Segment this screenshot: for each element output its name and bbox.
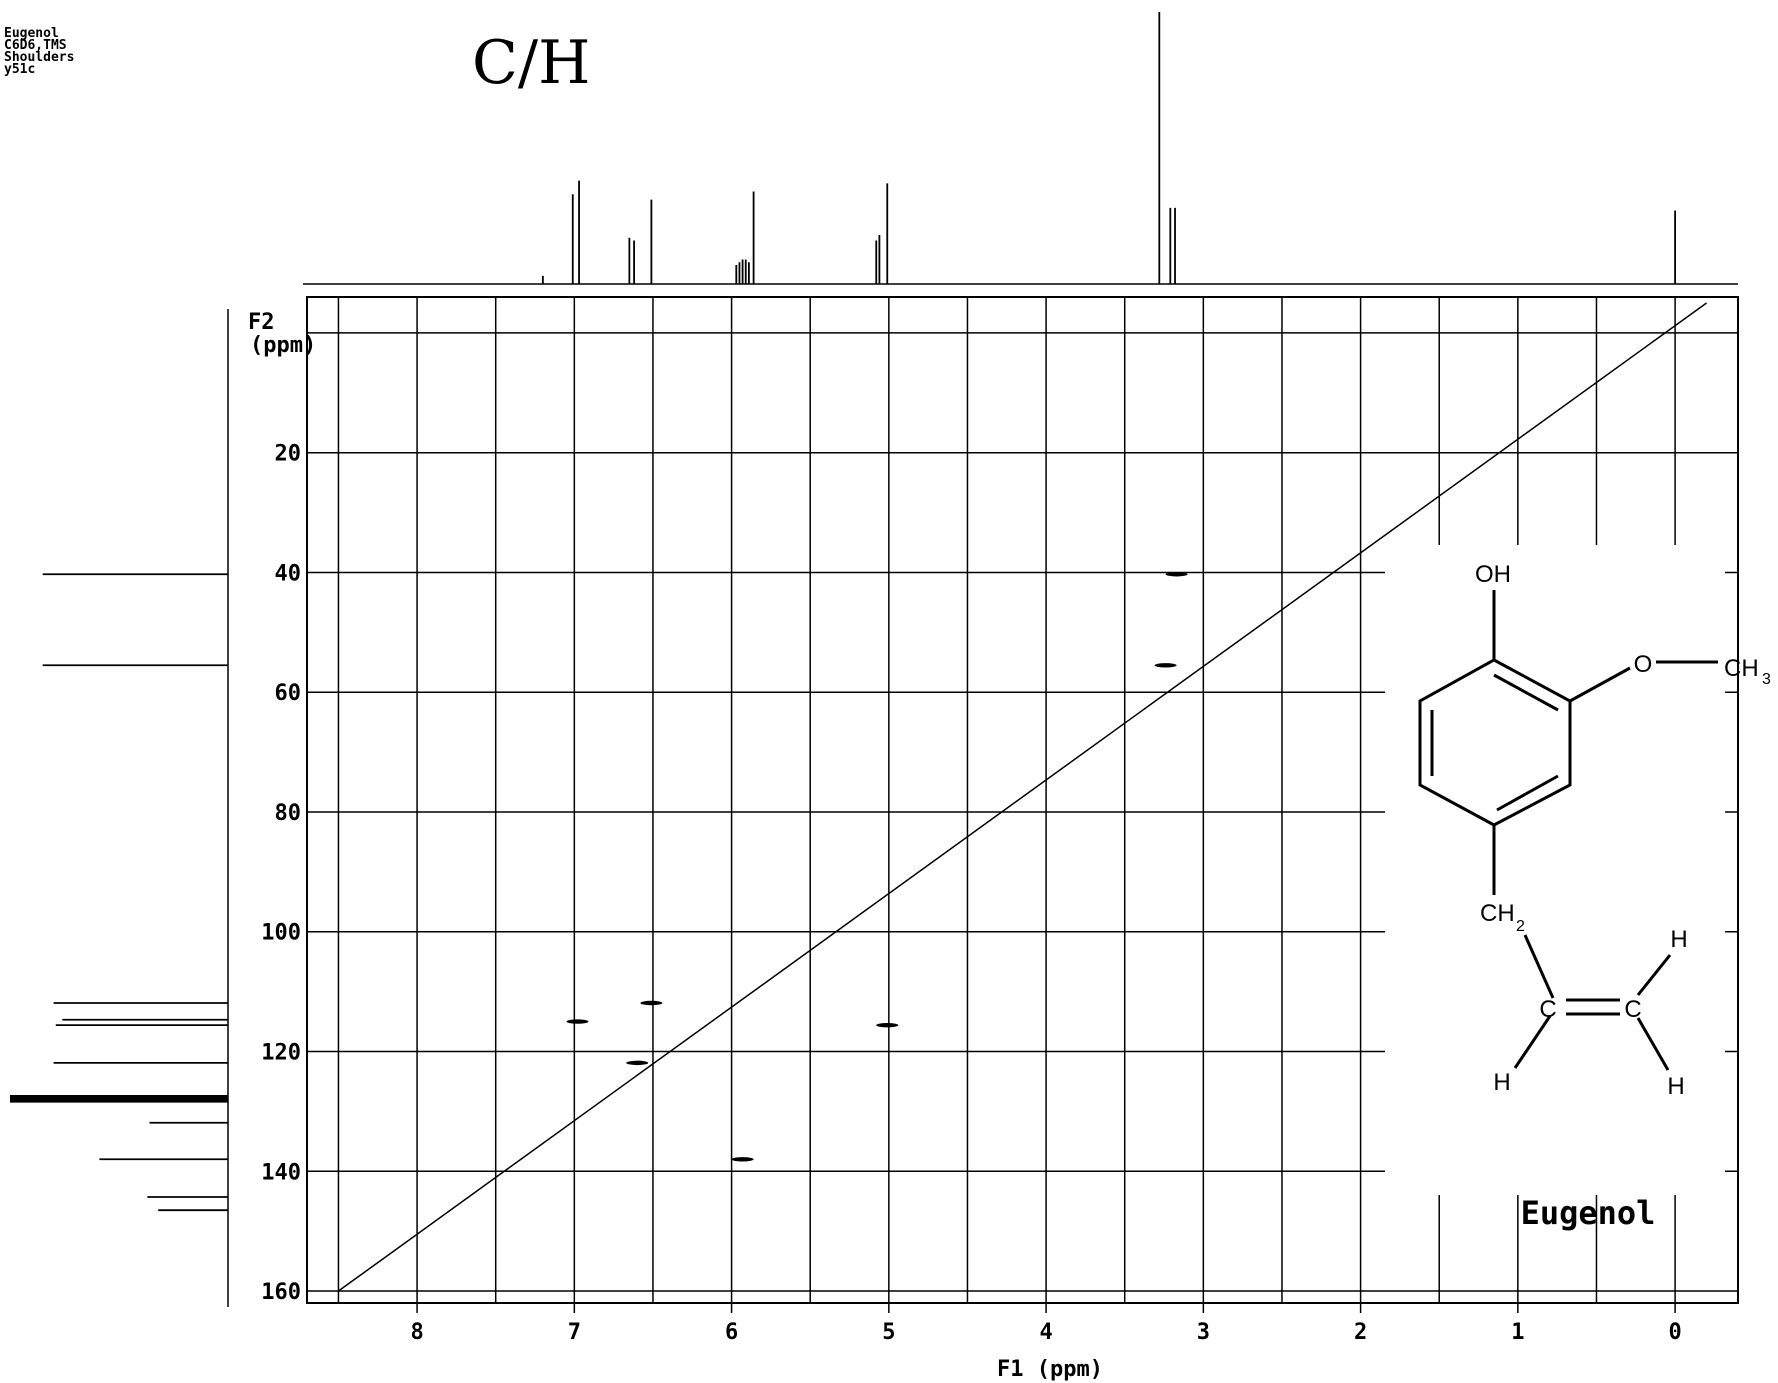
alkene-carbon-2: C — [1624, 996, 1641, 1023]
x-tick-label: 4 — [1039, 1320, 1052, 1345]
y-tick-label: 160 — [261, 1280, 301, 1305]
x-tick-label: 3 — [1197, 1320, 1210, 1345]
x-tick-label: 1 — [1511, 1320, 1524, 1345]
sample-info-line: C6D6,TMS — [4, 38, 67, 53]
x-tick-label: 2 — [1354, 1320, 1367, 1345]
x-tick-label: 0 — [1668, 1320, 1681, 1345]
sample-info-line: Shoulders — [4, 50, 75, 65]
x-tick-label: 5 — [882, 1320, 895, 1345]
methylene-label: CH — [1480, 900, 1515, 927]
y-tick-label: 60 — [275, 681, 302, 706]
carbon-spectrum — [10, 308, 229, 1307]
tick-layer: 8 7 6 5 4 3 2 1 0 20 40 60 80 100 120 140 160 — [261, 442, 1681, 1345]
cross-peak — [640, 1000, 663, 1006]
y-tick-label: 120 — [261, 1041, 301, 1066]
diagonal-line — [338, 302, 1707, 1292]
alkene-carbon-1: C — [1539, 996, 1556, 1023]
x-tick-label: 6 — [725, 1320, 738, 1345]
sample-info-block: Eugenol C6D6,TMS Shoulders y51c — [4, 26, 75, 77]
proton-spectrum — [303, 12, 1738, 285]
methylene-subscript: 2 — [1516, 918, 1525, 935]
vinyl-h-left: H — [1493, 1069, 1510, 1096]
ring-double-bond — [1496, 774, 1559, 812]
x-tick-label: 8 — [410, 1320, 423, 1345]
cross-peak — [876, 1022, 899, 1028]
grid-layer — [306, 296, 1739, 1304]
oh-label: OH — [1475, 561, 1511, 588]
cross-peak — [626, 1060, 649, 1066]
plot-frame — [306, 296, 1739, 1304]
eugenol-structure — [1385, 545, 1725, 1195]
cross-peak — [731, 1157, 754, 1162]
vinyl-h-right: H — [1667, 1073, 1684, 1100]
vinyl-h-top: H — [1670, 926, 1687, 953]
compound-name: Eugenol — [1521, 1194, 1656, 1232]
plot-title: C/H — [472, 28, 591, 98]
y-tick-label: 20 — [275, 442, 302, 467]
f2-axis-label-line2: (ppm) — [250, 333, 316, 358]
x-tick-label: 7 — [568, 1320, 581, 1345]
ring-double-bond — [1493, 673, 1559, 712]
cross-peak — [1165, 572, 1188, 577]
y-tick-label: 100 — [261, 921, 301, 946]
f2-axis-label-line1: F2 — [248, 310, 275, 335]
y-tick-label: 80 — [275, 801, 302, 826]
sample-info-line: y51c — [4, 62, 36, 77]
cross-peaks-layer — [566, 572, 1188, 1162]
diagonal-layer — [338, 302, 1707, 1292]
cross-peak — [566, 1019, 589, 1024]
methyl-label: CH — [1724, 655, 1759, 682]
methyl-subscript: 3 — [1762, 671, 1771, 688]
f1-axis-label: F1 (ppm) — [997, 1357, 1103, 1382]
ether-oxygen-label: O — [1634, 651, 1653, 678]
y-tick-label: 40 — [275, 561, 302, 586]
sample-info-line: Eugenol — [4, 26, 59, 41]
y-tick-label: 140 — [261, 1160, 301, 1185]
cross-peak — [1154, 663, 1177, 668]
